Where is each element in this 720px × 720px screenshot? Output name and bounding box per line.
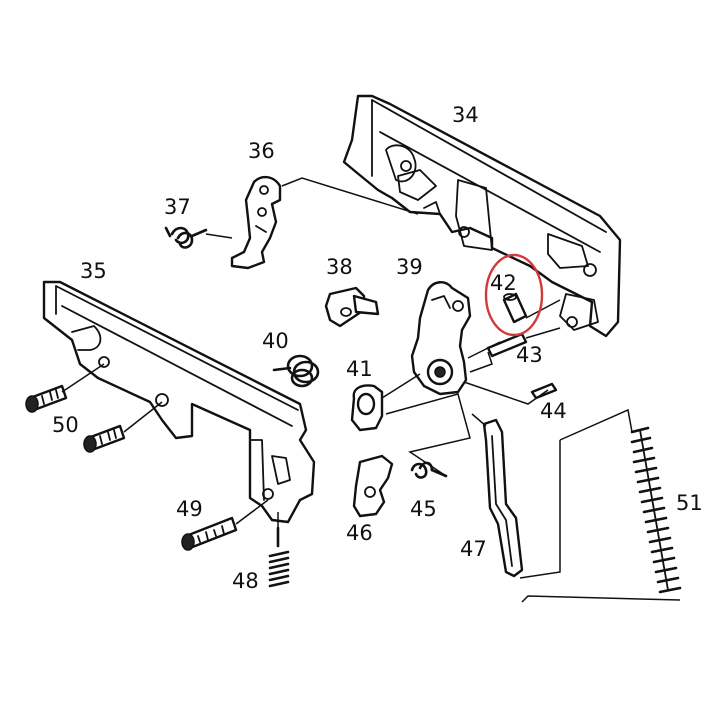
part-50-screw-lower[interactable] <box>83 424 126 453</box>
label-37: 37 <box>164 195 191 219</box>
part-51-spring[interactable] <box>630 426 682 594</box>
label-39: 39 <box>396 255 423 279</box>
part-47-trigger-bar[interactable] <box>482 418 524 578</box>
part-49-screw[interactable] <box>181 516 238 551</box>
part-50-screw-upper[interactable] <box>25 384 68 413</box>
part-43-pin[interactable] <box>486 332 528 358</box>
part-44-pin[interactable] <box>530 382 558 400</box>
part-41-bushing[interactable] <box>350 384 384 432</box>
leader-lines <box>61 177 681 603</box>
label-50: 50 <box>52 413 79 437</box>
part-39-sear[interactable] <box>410 281 472 396</box>
label-43: 43 <box>516 343 543 367</box>
part-37-spring[interactable] <box>164 226 208 249</box>
part-35-frame-rail[interactable] <box>42 280 316 524</box>
label-34: 34 <box>452 103 479 127</box>
label-46: 46 <box>346 521 373 545</box>
part-48-spring[interactable] <box>268 526 290 588</box>
part-40-spring[interactable] <box>272 354 320 388</box>
part-34-frame-rail[interactable] <box>342 94 622 338</box>
label-35: 35 <box>80 259 107 283</box>
label-38: 38 <box>326 255 353 279</box>
part-42-highlight-circle <box>484 253 544 337</box>
label-51: 51 <box>676 491 703 515</box>
part-38-block[interactable] <box>324 286 380 328</box>
part-labels: 34 35 36 37 38 39 40 41 42 43 44 45 46 4… <box>52 103 703 593</box>
part-46-disconnector[interactable] <box>352 454 394 518</box>
label-48: 48 <box>232 569 259 593</box>
label-36: 36 <box>248 139 275 163</box>
label-45: 45 <box>410 497 437 521</box>
label-40: 40 <box>262 329 289 353</box>
label-47: 47 <box>460 537 487 561</box>
label-42: 42 <box>490 271 517 295</box>
label-41: 41 <box>346 357 373 381</box>
label-44: 44 <box>540 399 567 423</box>
part-42-pin[interactable] <box>502 292 528 324</box>
label-49: 49 <box>176 497 203 521</box>
part-36-lever[interactable] <box>230 175 282 270</box>
